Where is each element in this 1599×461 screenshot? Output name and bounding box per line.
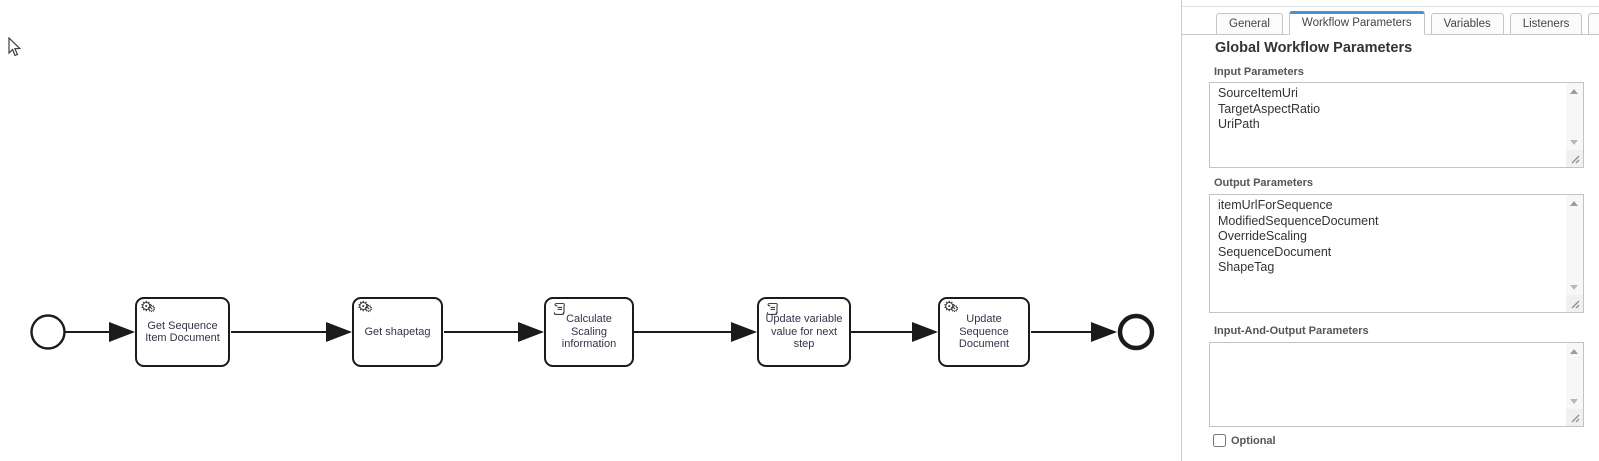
optional-checkbox-label: Optional	[1231, 434, 1276, 447]
workflow-diagram-canvas[interactable]: ⚙⚙ Get Sequence Item Document ⚙⚙ Get sha…	[0, 0, 1181, 461]
resize-grip-icon[interactable]	[1566, 150, 1583, 167]
panel-heading: Global Workflow Parameters	[1215, 40, 1413, 56]
output-parameters-textarea[interactable]: itemUrlForSequence ModifiedSequenceDocum…	[1209, 194, 1584, 313]
scroll-down-icon[interactable]	[1570, 399, 1578, 404]
task-get-shapetag[interactable]: ⚙⚙ Get shapetag	[352, 297, 443, 367]
resize-grip-icon[interactable]	[1566, 295, 1583, 312]
task-label: Get shapetag	[364, 325, 431, 338]
input-parameters-textarea[interactable]: SourceItemUri TargetAspectRatio UriPath	[1209, 82, 1584, 168]
service-task-gear-icon: ⚙⚙	[140, 298, 156, 315]
task-label: Update Sequence Document	[958, 313, 1010, 351]
start-event[interactable]	[30, 314, 66, 350]
scroll-up-icon[interactable]	[1570, 201, 1578, 206]
end-event[interactable]	[1117, 313, 1155, 351]
task-label: Update variable value for next step	[765, 313, 843, 351]
task-label: Calculate Scaling information	[561, 313, 617, 351]
scrollbar[interactable]	[1566, 343, 1583, 426]
scroll-down-icon[interactable]	[1570, 285, 1578, 290]
tab-listeners[interactable]: Listeners	[1509, 13, 1583, 35]
tab-workflow-parameters[interactable]: Workflow Parameters	[1288, 11, 1425, 35]
task-calculate-scaling-information[interactable]: Calculate Scaling information	[544, 297, 634, 367]
service-task-gear-icon: ⚙⚙	[357, 298, 373, 315]
output-parameters-label: Output Parameters	[1214, 177, 1314, 189]
input-parameters-value: SourceItemUri TargetAspectRatio UriPath	[1218, 86, 1321, 131]
input-and-output-parameters-textarea[interactable]	[1209, 342, 1584, 427]
optional-checkbox[interactable]	[1213, 434, 1226, 447]
tab-variables[interactable]: Variables	[1430, 13, 1504, 35]
input-and-output-parameters-label: Input-And-Output Parameters	[1214, 325, 1369, 337]
scroll-up-icon[interactable]	[1570, 89, 1578, 94]
task-update-variable-value[interactable]: Update variable value for next step	[757, 297, 851, 367]
properties-tabbar: General Workflow Parameters Variables Li…	[1182, 9, 1599, 35]
tab-extensions[interactable]: Extensions	[1588, 13, 1599, 35]
input-parameters-label: Input Parameters	[1214, 66, 1304, 78]
optional-checkbox-row: Optional	[1213, 434, 1276, 447]
scroll-down-icon[interactable]	[1570, 140, 1578, 145]
scroll-up-icon[interactable]	[1570, 349, 1578, 354]
properties-panel: General Workflow Parameters Variables Li…	[1181, 0, 1599, 461]
diagram-connectors	[30, 313, 1155, 351]
mouse-cursor-icon	[8, 37, 22, 57]
panel-top-divider	[1182, 6, 1599, 7]
resize-grip-icon[interactable]	[1566, 409, 1583, 426]
task-get-sequence-item-document[interactable]: ⚙⚙ Get Sequence Item Document	[135, 297, 230, 367]
scrollbar[interactable]	[1566, 83, 1583, 167]
input-and-output-parameters-value	[1210, 343, 1566, 426]
tab-general[interactable]: General	[1216, 13, 1283, 35]
task-label: Get Sequence Item Document	[145, 319, 220, 345]
scrollbar[interactable]	[1566, 195, 1583, 312]
output-parameters-value: itemUrlForSequence ModifiedSequenceDocum…	[1218, 198, 1379, 274]
task-update-sequence-document[interactable]: ⚙⚙ Update Sequence Document	[938, 297, 1030, 367]
